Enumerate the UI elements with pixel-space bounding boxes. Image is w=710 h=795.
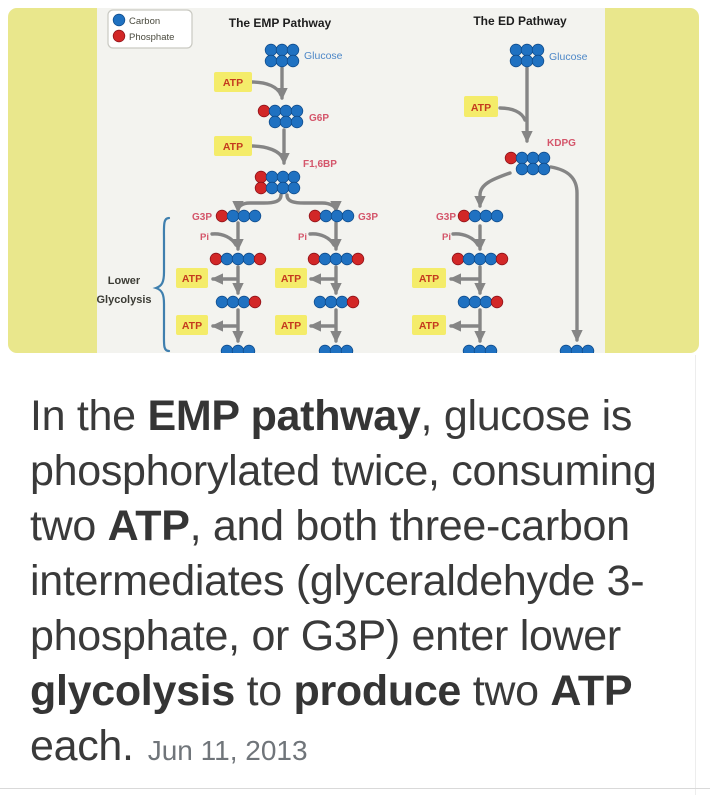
snippet-text: In the EMP pathway, glucose is phosphory… xyxy=(30,392,657,770)
atp-badge: ATP xyxy=(214,136,252,156)
lower-glycolysis-label-line2: Glycolysis xyxy=(96,294,151,306)
ed-pathway-title: The ED Pathway xyxy=(473,14,567,28)
kdpg-label: KDPG xyxy=(547,138,576,149)
atp-badge: ATP xyxy=(412,268,446,288)
g6p-label: G6P xyxy=(309,113,329,124)
molecule-layer xyxy=(112,13,595,353)
brace xyxy=(152,216,171,353)
emp-g3p-right xyxy=(308,209,355,223)
ed-pyruvate-right xyxy=(559,344,595,353)
snippet-segment-bold: EMP pathway xyxy=(147,392,421,440)
snippet-segment-bold: ATP xyxy=(550,667,633,715)
ed-g3p xyxy=(457,209,504,223)
snippet-segment-bold: produce xyxy=(293,667,462,715)
g3p-label-right: G3P xyxy=(358,212,378,223)
snippet-segment: each. xyxy=(30,722,134,770)
svg-text:ATP: ATP xyxy=(182,320,202,332)
svg-text:ATP: ATP xyxy=(281,320,301,332)
legend-phosphate-dot xyxy=(112,29,126,43)
atp-badge: ATP xyxy=(176,268,208,288)
pi-label-emp-left: Pi xyxy=(200,232,209,243)
card-bottom-divider xyxy=(0,788,710,789)
left-yellow-panel xyxy=(8,8,97,353)
svg-text:ATP: ATP xyxy=(281,273,301,285)
emp-g6p xyxy=(257,104,304,129)
svg-text:ATP: ATP xyxy=(182,273,202,285)
emp-bpg-right xyxy=(307,252,365,266)
snippet-segment: , and both three-carbon intermediates (g… xyxy=(30,502,645,660)
legend-carbon-dot xyxy=(112,13,126,27)
svg-text:ATP: ATP xyxy=(471,102,491,114)
f16bp-label: F1,6BP xyxy=(303,159,337,170)
atp-badge: ATP xyxy=(214,72,252,92)
right-yellow-panel xyxy=(605,8,699,353)
diagram-background xyxy=(8,8,699,353)
svg-text:ATP: ATP xyxy=(223,141,243,153)
ed-bpg xyxy=(451,252,509,266)
snippet-segment: to xyxy=(234,667,294,715)
legend-carbon-label: Carbon xyxy=(129,16,160,27)
g3p-label-ed: G3P xyxy=(436,212,456,223)
emp-f16bp xyxy=(254,170,301,195)
g3p-label-left: G3P xyxy=(192,212,212,223)
molecule-labels: Glucose Glucose G6P F1,6BP KDPG G3P G3P … xyxy=(192,50,588,243)
result-date: Jun 11, 2013 xyxy=(147,735,308,766)
emp-glucose xyxy=(264,43,300,68)
answer-snippet: In the EMP pathway, glucose is phosphory… xyxy=(0,355,710,795)
svg-text:ATP: ATP xyxy=(223,77,243,89)
ed-kdpg xyxy=(504,151,551,176)
emp-glucose-label: Glucose xyxy=(304,50,343,62)
snippet-segment-bold: glycolysis xyxy=(30,667,235,715)
emp-pyruvate-right xyxy=(318,344,354,353)
snippet-segment-bold: ATP xyxy=(107,502,190,550)
emp-intermediate-right xyxy=(313,295,360,309)
emp-bpg-left xyxy=(209,252,267,266)
atp-badge: ATP xyxy=(275,268,307,288)
snippet-segment: two xyxy=(461,667,551,715)
snippet-segment: , glucose is phosphorylated twice, consu… xyxy=(30,392,657,550)
emp-pyruvate-left xyxy=(220,344,256,353)
svg-text:ATP: ATP xyxy=(419,273,439,285)
lower-glycolysis-group: Lower Glycolysis xyxy=(96,216,171,353)
atp-badge: ATP xyxy=(464,96,498,117)
pi-label-ed: Pi xyxy=(442,232,451,243)
pi-label-emp-right: Pi xyxy=(298,232,307,243)
svg-text:ATP: ATP xyxy=(419,320,439,332)
atp-badge: ATP xyxy=(412,315,446,335)
legend-phosphate-label: Phosphate xyxy=(129,32,174,43)
pathway-diagram-image[interactable]: Carbon Phosphate The EMP Pathway The ED … xyxy=(0,0,710,355)
atp-badge: ATP xyxy=(176,315,208,335)
lower-glycolysis-label-line1: Lower xyxy=(108,275,141,287)
ed-glucose-label: Glucose xyxy=(549,51,588,63)
ed-glucose xyxy=(509,43,545,68)
snippet-segment: In the xyxy=(30,392,148,440)
card-right-edge xyxy=(695,355,696,795)
legend: Carbon Phosphate xyxy=(107,9,193,49)
atp-badges: ATP ATP ATP ATP ATP ATP ATP ATP ATP xyxy=(176,72,498,335)
legend-box xyxy=(107,9,193,49)
arrow-layer xyxy=(210,66,583,344)
emp-g3p-left xyxy=(215,209,262,223)
pathway-diagram-svg: Carbon Phosphate The EMP Pathway The ED … xyxy=(8,8,699,353)
ed-pyruvate-left xyxy=(462,344,498,353)
emp-intermediate-left xyxy=(215,295,262,309)
atp-badge: ATP xyxy=(275,315,307,335)
emp-pathway-title: The EMP Pathway xyxy=(229,16,332,30)
ed-intermediate xyxy=(457,295,504,309)
